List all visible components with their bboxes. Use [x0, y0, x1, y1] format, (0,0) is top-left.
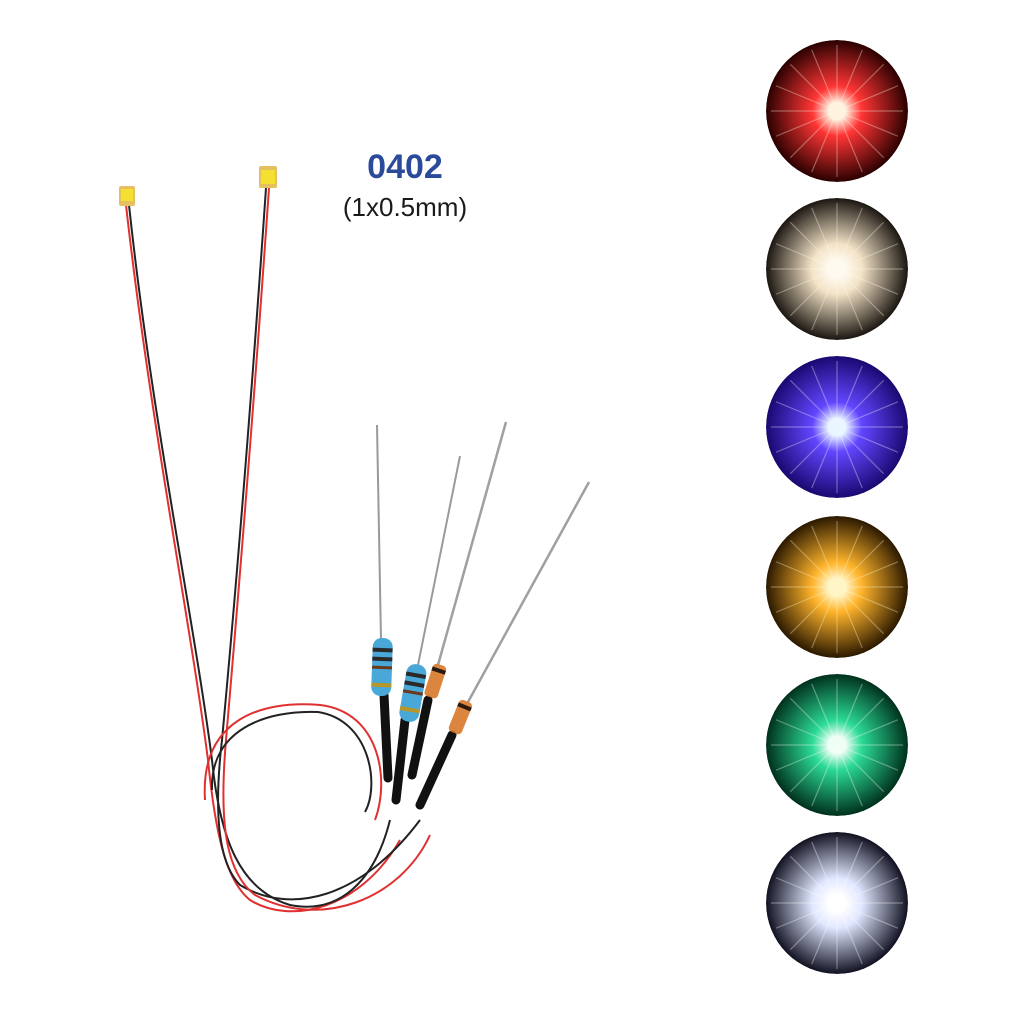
- led-size-dimensions: (1x0.5mm): [342, 192, 468, 222]
- led-swatch-red: [766, 40, 908, 182]
- right-led-black-wire: [217, 187, 421, 901]
- right-led-red-wire: [222, 187, 431, 911]
- led-size-code: 0402: [367, 148, 443, 186]
- diode2-lead: [466, 481, 591, 703]
- diode-2: [448, 699, 473, 735]
- led-swatch-blue: [766, 356, 908, 498]
- diode2-sleeve: [415, 730, 457, 810]
- left-led-chip: [119, 186, 135, 206]
- wire-loop-red: [203, 703, 383, 821]
- wire-loop-black: [210, 710, 373, 813]
- resistor-1: [371, 637, 393, 697]
- resistor2-lead: [417, 455, 461, 666]
- left-led-red-wire: [125, 204, 401, 913]
- diode1-sleeve: [407, 695, 433, 780]
- resistor1-lead: [376, 424, 382, 641]
- led-swatch-green: [766, 674, 908, 816]
- diode1-lead: [436, 421, 508, 666]
- right-led-chip: [259, 166, 277, 188]
- led-swatch-white: [766, 832, 908, 974]
- resistor1-sleeve: [379, 690, 393, 783]
- diode-1: [424, 663, 447, 699]
- led-swatch-yellow: [766, 516, 908, 658]
- resistor2-sleeve: [391, 715, 410, 805]
- led-swatch-warm-white: [766, 198, 908, 340]
- led-wire-assembly: [119, 166, 591, 913]
- resistor-2: [399, 664, 427, 722]
- left-led-black-wire: [128, 204, 391, 908]
